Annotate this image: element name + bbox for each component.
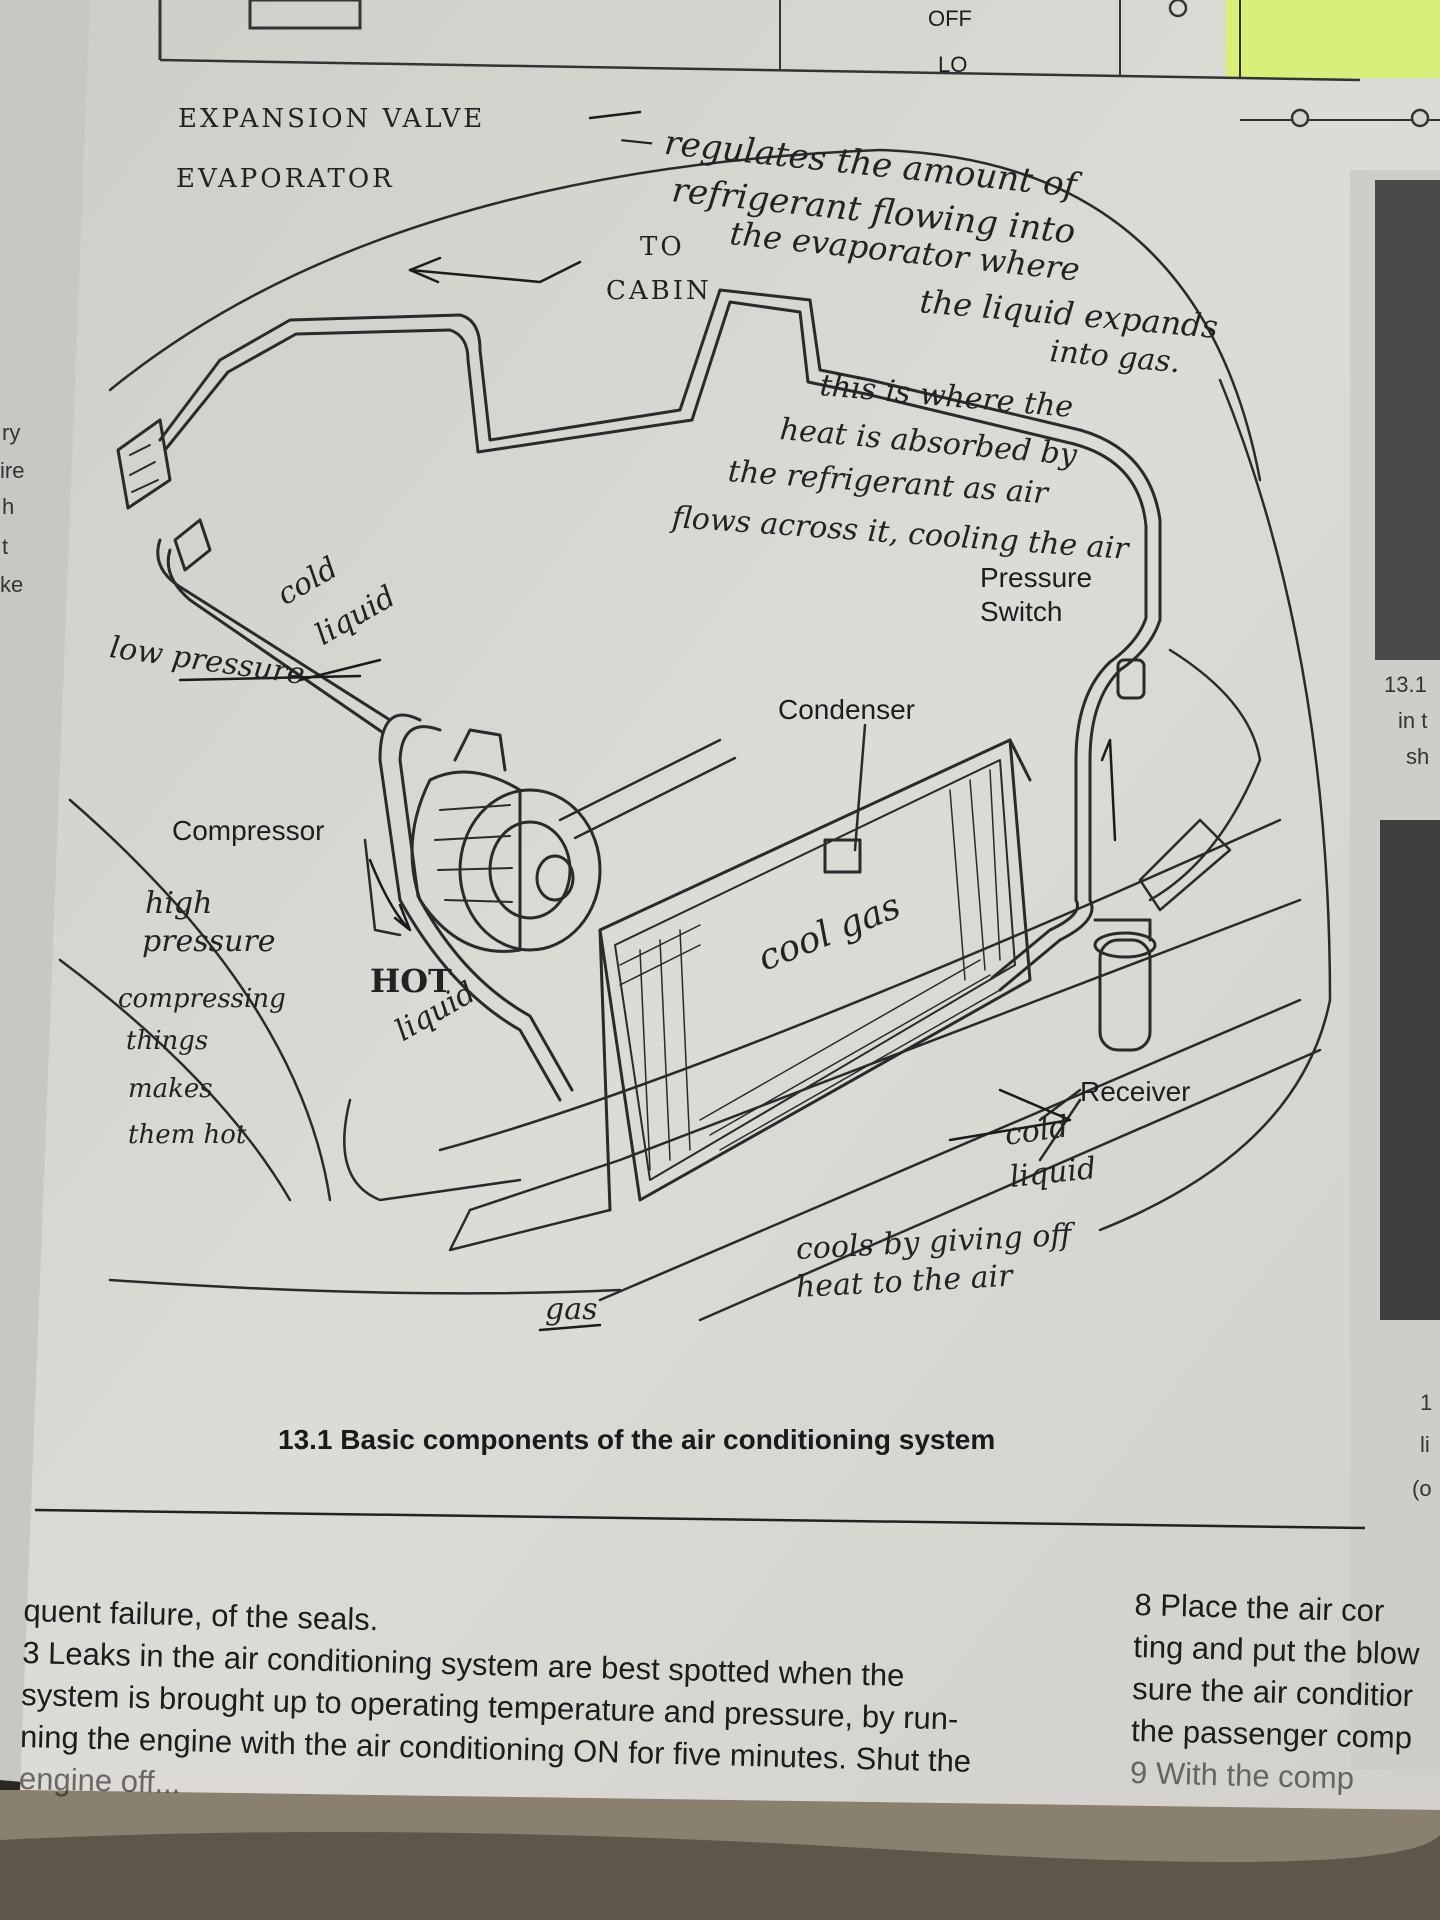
body-line: the passenger comp — [1130, 1712, 1413, 1756]
caption-rule — [34, 1508, 1366, 1530]
sticky-note — [1225, 0, 1440, 78]
right-edge-fragment: sh — [1406, 744, 1430, 769]
compressor-shape — [410, 728, 737, 953]
hw-gas: gas — [545, 1292, 598, 1327]
handwritten-arrows — [178, 110, 1117, 1332]
right-edge-fragment: li — [1420, 1432, 1430, 1457]
body-line: 8 Place the air cor — [1134, 1586, 1385, 1629]
receiver-shape — [1093, 918, 1157, 1052]
car-body-outline — [108, 148, 1262, 482]
hw-compress-line-3: makes — [128, 1074, 213, 1104]
left-edge-fragment: t — [2, 534, 9, 559]
hw-to-cabin-2: CABIN — [606, 276, 712, 306]
pressure-switch-label-line2: Switch — [980, 596, 1063, 627]
condenser-label: Condenser — [778, 694, 915, 725]
hw-expansion-valve: EXPANSION VALVE — [178, 104, 486, 134]
left-edge-fragment: ry — [2, 420, 21, 445]
hw-compress-line-4: them hot — [128, 1120, 247, 1150]
expansion-valve-shape — [116, 418, 212, 572]
left-edge-fragment: ire — [0, 458, 25, 483]
body-line: sure the air conditior — [1131, 1670, 1414, 1714]
hw-compress-line-2: things — [126, 1026, 209, 1056]
condenser-shape — [598, 738, 1032, 1212]
switch-table — [158, 0, 1440, 128]
compressor-label: Compressor — [172, 815, 325, 846]
left-edge-fragment: h — [2, 494, 15, 519]
figure-caption: 13.1 Basic components of the air conditi… — [278, 1424, 996, 1455]
ac-system-diagram — [108, 110, 1262, 1332]
body-text-left: quent failure, of the seals. 3 Leaks in … — [19, 1590, 975, 1825]
receiver-label: Receiver — [1080, 1076, 1191, 1107]
leader-lines — [363, 723, 1082, 1162]
hw-to-cabin-1: TO — [640, 232, 685, 262]
right-edge-fragment: (o — [1412, 1476, 1432, 1501]
right-edge-fragment: 13.1 — [1384, 672, 1427, 697]
right-edge-fragment: 1 — [1420, 1390, 1433, 1415]
table-off-label: OFF — [928, 6, 972, 31]
hw-high-pressure-2: pressure — [142, 924, 276, 959]
hw-compress-line-1: compressing — [118, 984, 286, 1014]
hw-hot-liquid-1: HOT — [370, 962, 452, 1000]
body-line: ting and put the blow — [1132, 1628, 1420, 1672]
pressure-switch-label: Pressure — [980, 562, 1093, 593]
body-text-right: 8 Place the air cor ting and put the blo… — [1130, 1584, 1422, 1801]
pressure-switch-shape — [1116, 658, 1146, 700]
body-line: 9 With the comp — [1129, 1754, 1355, 1796]
hw-high-pressure-1: high — [145, 886, 213, 921]
left-edge-fragment: ke — [0, 572, 24, 597]
table-lo-label: LO — [938, 52, 968, 77]
right-edge-fragment: in t — [1398, 708, 1428, 733]
hw-evaporator: EVAPORATOR — [176, 164, 395, 194]
